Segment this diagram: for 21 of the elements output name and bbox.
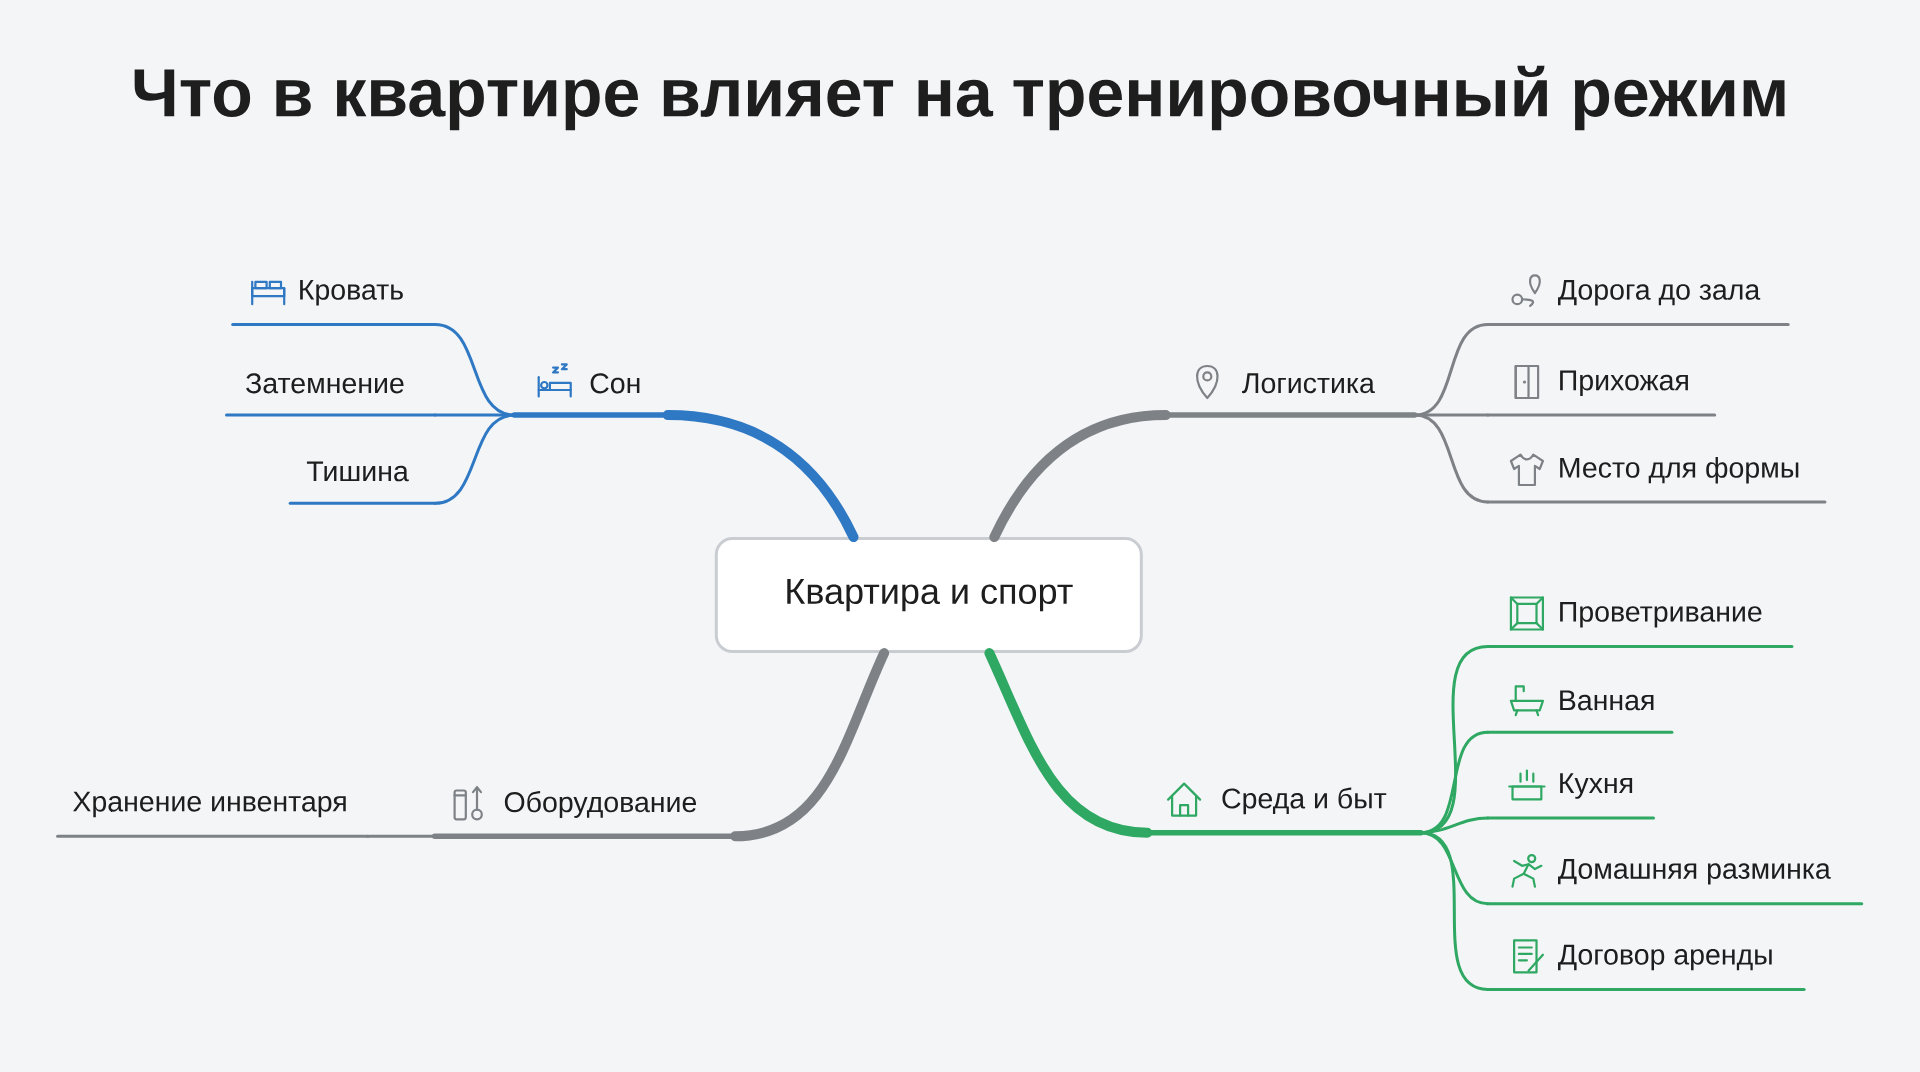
branch-line xyxy=(984,648,1153,838)
branch-label: Место для формы xyxy=(1486,456,1827,504)
branch-label: Прихожая xyxy=(1486,370,1717,417)
branch-label: Проветривание xyxy=(1486,601,1794,648)
topic-box: Квартира и спорт xyxy=(714,537,1143,654)
title: Что в квартире влияет на тренировочный режим xyxy=(134,65,1785,131)
branch-label: Тишина xyxy=(288,461,437,505)
branch-line xyxy=(366,834,437,838)
branch-line xyxy=(433,413,516,505)
branch-line xyxy=(1413,413,1490,504)
branch-label: Кровать xyxy=(231,279,437,326)
branch-line xyxy=(662,410,859,543)
branch-label: Среда и быт xyxy=(1144,787,1424,836)
branch-line xyxy=(1419,831,1490,991)
branch-line xyxy=(989,410,1171,543)
branch-label: Кухня xyxy=(1486,773,1655,820)
branch-line xyxy=(1413,323,1490,417)
branch-label: Затемнение xyxy=(225,373,437,417)
branch-line xyxy=(433,323,516,417)
branch-line xyxy=(730,648,890,842)
branch-label: Хранение инвентаря xyxy=(56,791,370,838)
